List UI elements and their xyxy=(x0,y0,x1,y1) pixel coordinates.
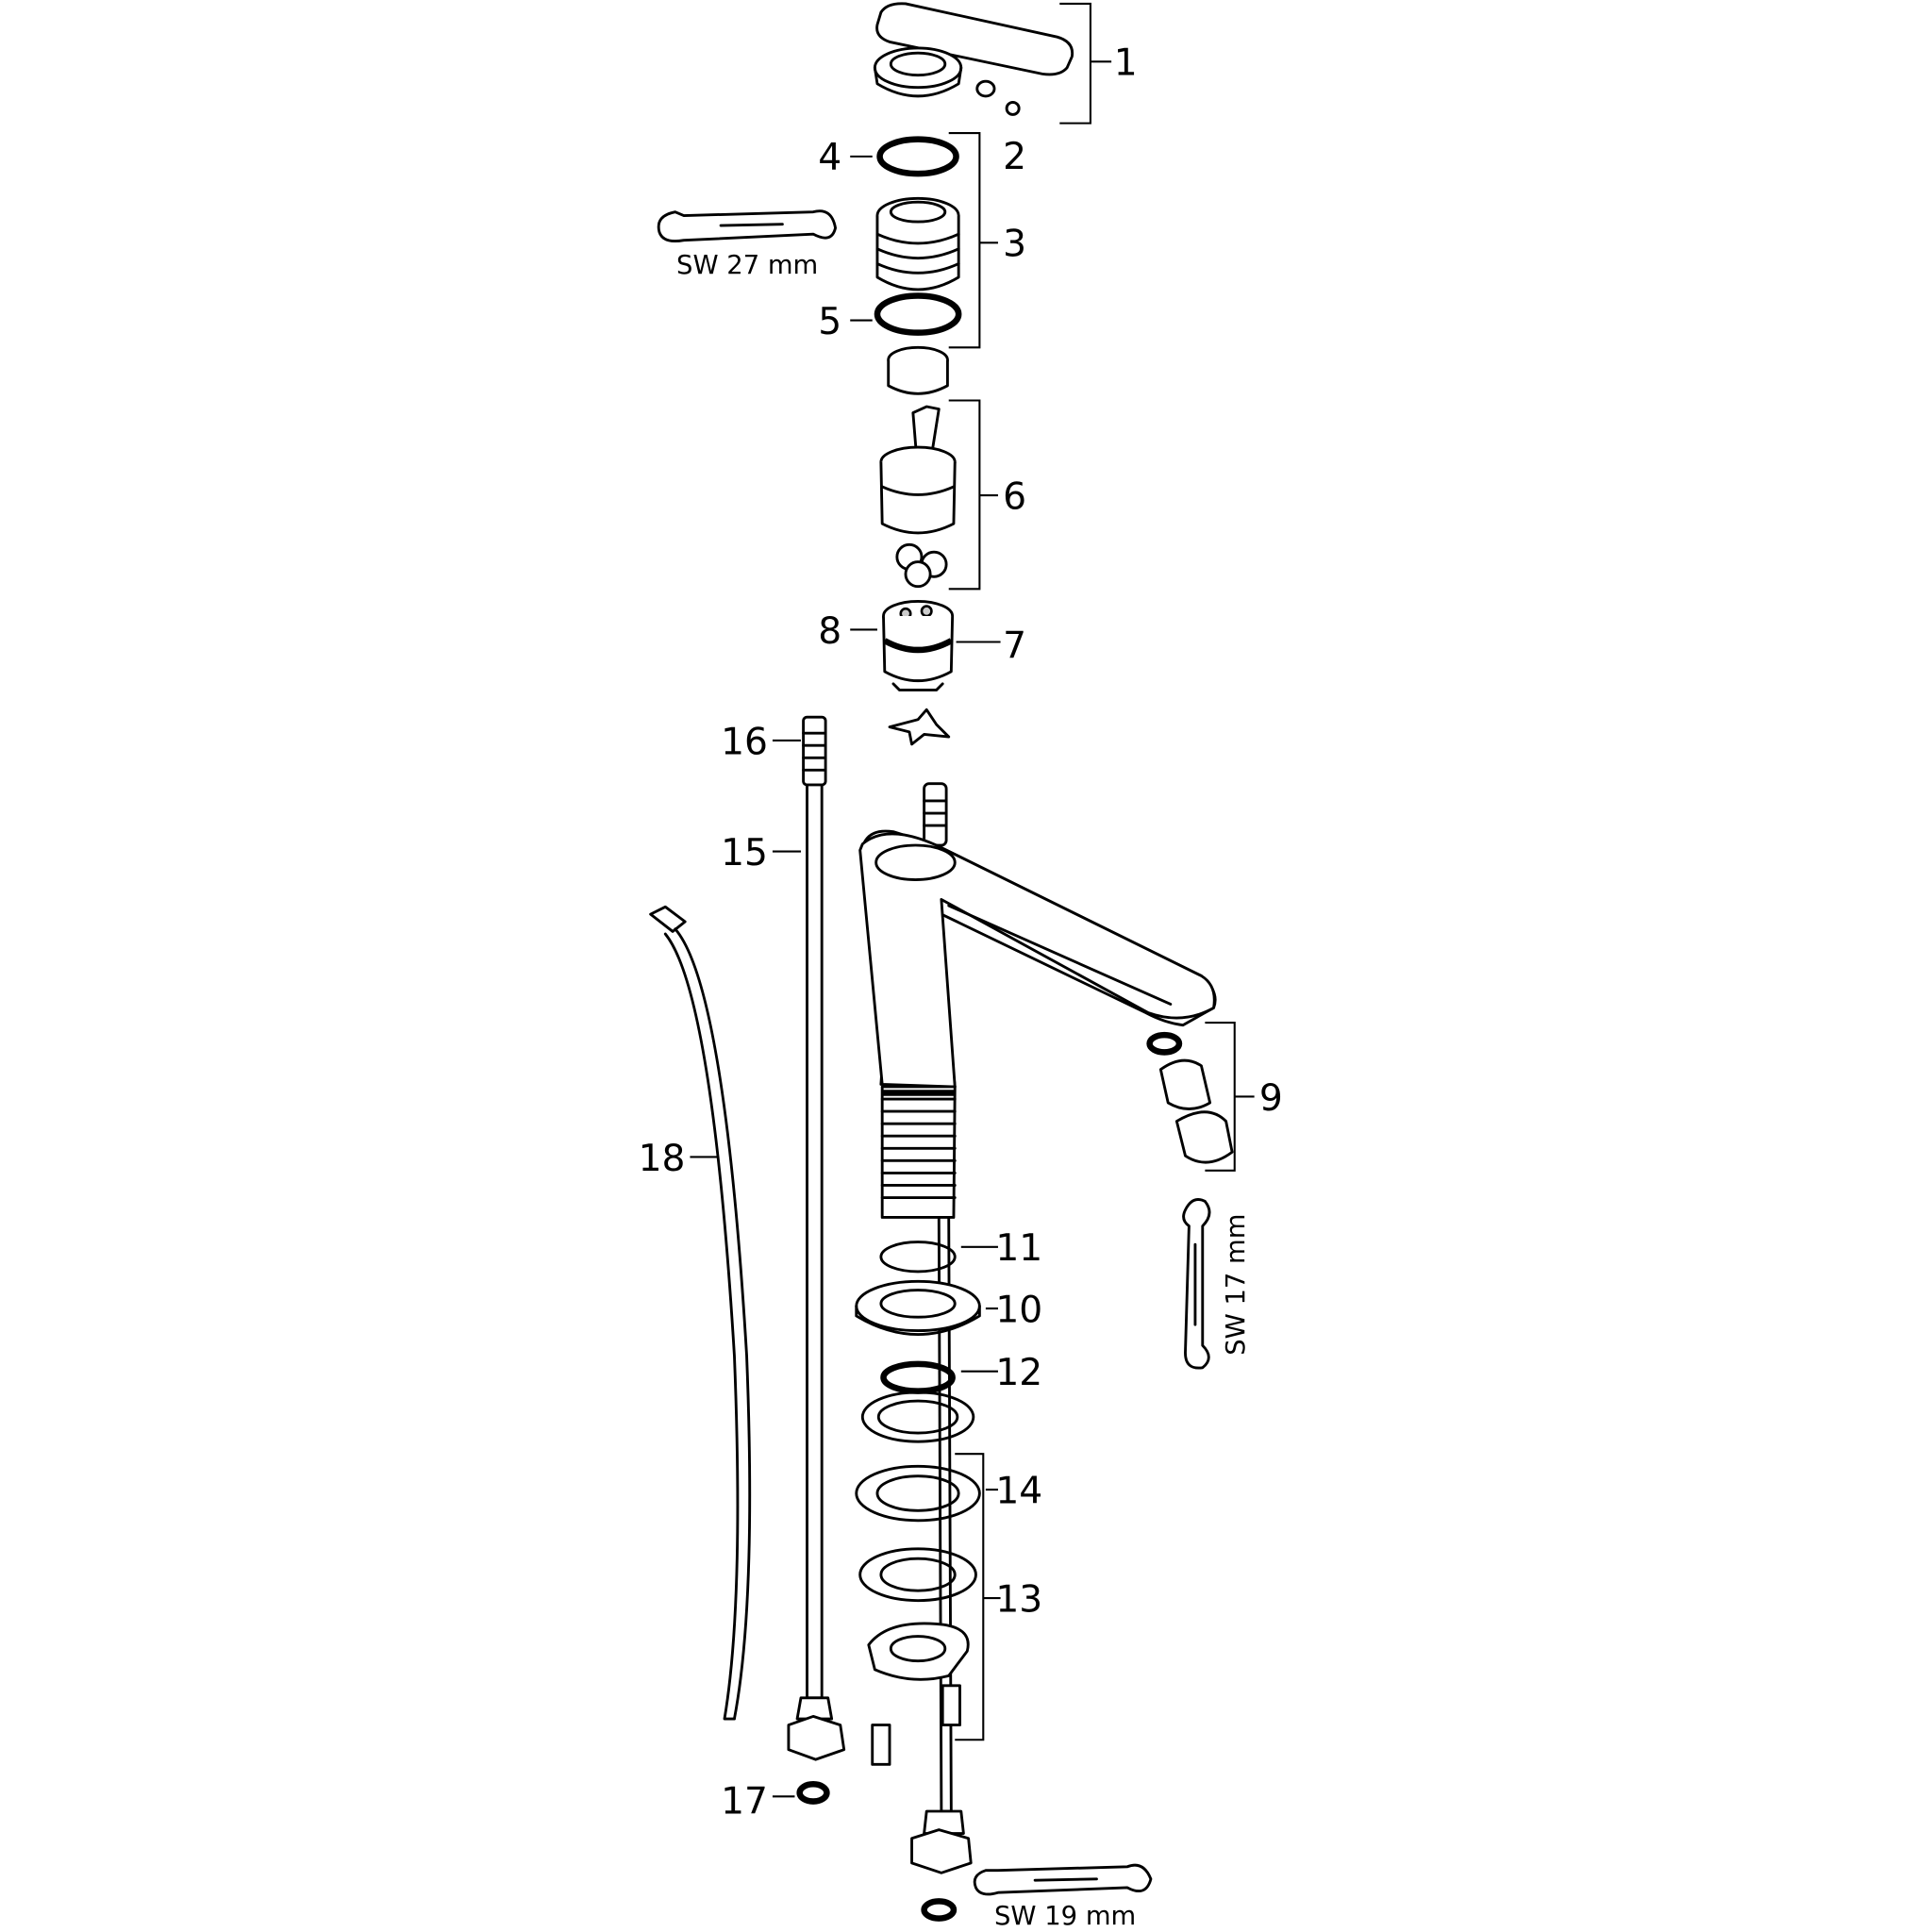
part-14-washers xyxy=(855,1391,981,1603)
callout-14: 14 xyxy=(995,1470,1042,1512)
wrench-sw17-label: SW 17 mm xyxy=(1222,1214,1251,1356)
part-11-o-ring xyxy=(879,1241,957,1274)
washer-bottom xyxy=(921,1898,958,1922)
callout-18: 18 xyxy=(639,1138,686,1180)
part-15-supply-hose xyxy=(787,715,846,1761)
callout-12: 12 xyxy=(995,1352,1042,1394)
callout-10: 10 xyxy=(995,1289,1042,1331)
part-7-valve-insert xyxy=(882,599,955,691)
callout-16: 16 xyxy=(721,721,768,763)
callout-2: 2 xyxy=(1003,136,1026,178)
part-1-handle xyxy=(873,2,1112,125)
wrench-sw27-icon xyxy=(657,209,837,243)
callout-11: 11 xyxy=(995,1227,1042,1270)
part-5-o-ring xyxy=(874,292,962,336)
part-6-cartridge xyxy=(879,399,998,591)
wrench-sw19-icon xyxy=(973,1863,1153,1896)
callout-9: 9 xyxy=(1259,1077,1283,1120)
callout-5: 5 xyxy=(818,301,841,343)
part-9-aerator xyxy=(1146,1022,1255,1172)
part-18-tube xyxy=(649,905,752,1721)
callout-17: 17 xyxy=(721,1781,768,1824)
callout-15: 15 xyxy=(721,832,768,874)
part-13-mounting-plate xyxy=(867,1453,1001,1766)
part-3-threaded-nut xyxy=(875,196,960,291)
wrench-sw27-label: SW 27 mm xyxy=(676,251,818,280)
callout-7: 7 xyxy=(1003,625,1026,667)
callout-13: 13 xyxy=(995,1578,1042,1621)
part-10-ring xyxy=(855,1279,981,1336)
callout-1: 1 xyxy=(1114,42,1138,85)
callout-3: 3 xyxy=(1003,224,1026,266)
clip xyxy=(888,708,951,746)
wrench-sw17-icon xyxy=(1182,1198,1211,1370)
callout-4: 4 xyxy=(818,137,841,179)
part-17-washer xyxy=(796,1781,830,1805)
callout-8: 8 xyxy=(818,610,841,653)
part-4-o-ring xyxy=(876,136,959,177)
sleeve xyxy=(887,345,949,395)
wrench-sw19-label: SW 19 mm xyxy=(994,1902,1136,1931)
callout-6: 6 xyxy=(1003,475,1026,518)
